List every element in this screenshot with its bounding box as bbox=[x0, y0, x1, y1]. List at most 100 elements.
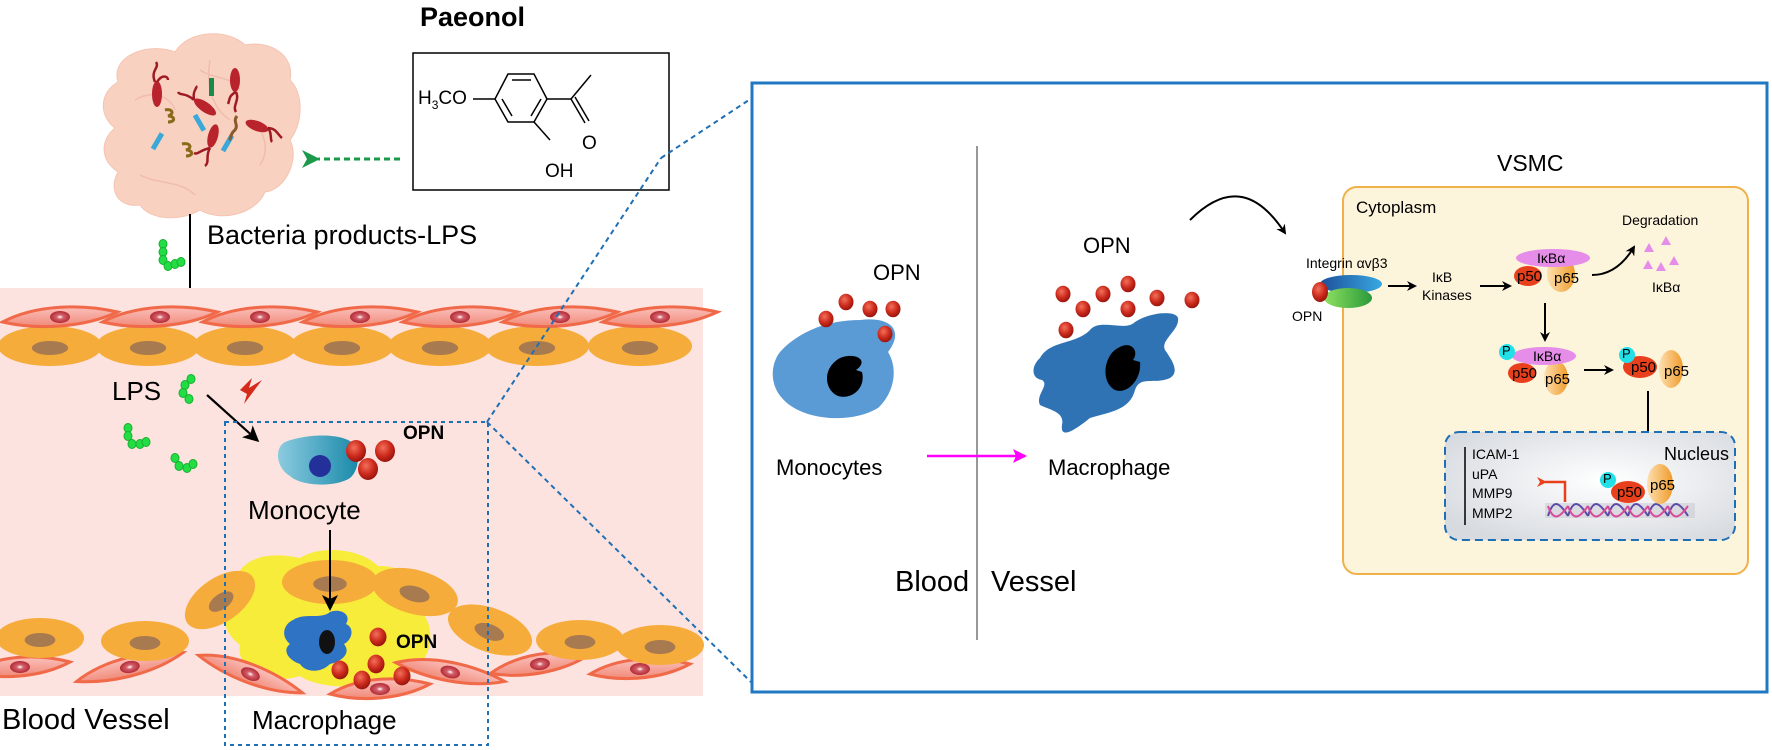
target-gene-list: ICAM-1 uPA MMP9 MMP2 bbox=[1472, 445, 1519, 523]
dna-strand bbox=[1667, 505, 1689, 518]
lps-dot bbox=[141, 437, 151, 447]
lps-dot bbox=[186, 374, 196, 384]
zoom-connector-top-2 bbox=[660, 97, 753, 159]
lps-molecule-icon bbox=[123, 423, 151, 449]
vsmc-title: VSMC bbox=[1497, 150, 1564, 176]
zoom-macrophage-cell bbox=[1033, 313, 1179, 433]
complex2-p65-label: p65 bbox=[1545, 371, 1571, 388]
intestine-illustration bbox=[102, 33, 301, 219]
transcription-arrow bbox=[1537, 477, 1567, 502]
smooth-muscle-cell-nucleus bbox=[50, 311, 70, 323]
monocyte-opn-label: OPN bbox=[403, 423, 445, 444]
endothelial-cell bbox=[372, 567, 458, 617]
smooth-muscle-cell bbox=[0, 305, 123, 329]
opn-protein-icon bbox=[367, 654, 385, 674]
opn-protein-icon bbox=[885, 300, 901, 318]
lps-dot bbox=[170, 453, 180, 463]
opn-protein-icon bbox=[1184, 291, 1200, 309]
monocyte-label: Monocyte bbox=[248, 495, 361, 525]
complex2-phospho-label: P bbox=[1502, 343, 1511, 358]
endothelial-cell-nucleus bbox=[323, 341, 361, 355]
opn-protein-icon bbox=[838, 293, 854, 311]
complex2-p50-label: p50 bbox=[1512, 365, 1538, 382]
kinases-label: Kinases bbox=[1422, 287, 1472, 303]
smooth-muscle-cell bbox=[0, 655, 75, 679]
endothelial-cell bbox=[0, 618, 84, 658]
target-gene: uPA bbox=[1472, 465, 1498, 482]
methoxy-subscript: 3 bbox=[431, 97, 439, 112]
endothelial-cell bbox=[290, 326, 394, 366]
opn-protein-icon bbox=[346, 440, 366, 462]
lps-molecule-icon bbox=[170, 453, 198, 473]
degradation-label: Degradation bbox=[1622, 212, 1699, 228]
lps-dot bbox=[174, 461, 184, 471]
smooth-muscle-cell-nucleus bbox=[150, 311, 170, 323]
lps-molecule-icon bbox=[158, 239, 186, 271]
endothelial-cell bbox=[193, 326, 297, 366]
degraded-ikba-fragments bbox=[1643, 236, 1679, 271]
lps-activation-arrow bbox=[206, 394, 260, 443]
lps-dot bbox=[123, 431, 133, 441]
endothelial-cell bbox=[447, 604, 533, 656]
smooth-muscle-cell-nucleus bbox=[550, 311, 570, 323]
dna-strand bbox=[1627, 503, 1649, 517]
dna-strand bbox=[1607, 505, 1629, 518]
nuclear-p65-label: p65 bbox=[1650, 477, 1676, 494]
opn-protein-icon bbox=[1149, 289, 1165, 307]
complex1-p50-label: p50 bbox=[1517, 268, 1543, 285]
smooth-muscle-cell bbox=[198, 305, 323, 329]
complex1-p65-label: p65 bbox=[1554, 270, 1580, 287]
nuclear-phospho-label: P bbox=[1603, 471, 1612, 486]
smooth-muscle-cell-nucleus bbox=[630, 663, 650, 675]
opn-proteins-zoom bbox=[818, 275, 1200, 343]
zoom-vessel-label: Vessel bbox=[991, 566, 1077, 598]
lps-dot bbox=[188, 459, 198, 469]
macrophage-cell bbox=[284, 610, 352, 671]
opn-protein-icon bbox=[818, 310, 834, 328]
endothelial-cell-nucleus bbox=[226, 341, 264, 355]
smooth-muscle-cell bbox=[598, 305, 723, 329]
blood-vessel-label: Blood Vessel bbox=[2, 704, 170, 736]
dna-strand bbox=[1567, 505, 1589, 518]
lps-dot bbox=[178, 388, 188, 398]
endothelial-cell-nucleus bbox=[644, 640, 676, 654]
smooth-muscle-cell bbox=[298, 305, 423, 329]
opn-protein-icon bbox=[375, 440, 395, 462]
complex2-ikba-label: IκBα bbox=[1533, 348, 1562, 364]
dna-strand bbox=[1547, 505, 1569, 518]
activation-spark-icon bbox=[240, 378, 262, 404]
endothelial-cell bbox=[0, 326, 102, 366]
endothelial-cell-nucleus bbox=[129, 341, 167, 355]
dna-strand bbox=[1587, 505, 1609, 518]
endothelial-cell-nucleus bbox=[621, 341, 659, 355]
opn-protein-icon bbox=[358, 458, 378, 480]
nuclear-p50-p65-complex bbox=[1600, 464, 1673, 504]
zoom-monocyte-cell bbox=[772, 319, 896, 419]
endothelial-cell-nucleus bbox=[208, 591, 234, 612]
opn-protein-icon bbox=[393, 666, 411, 686]
opn-secretion-arrow bbox=[1189, 195, 1287, 235]
smooth-muscle-cell-nucleus bbox=[650, 311, 670, 323]
complex3-p65-label: p65 bbox=[1664, 363, 1690, 380]
endothelial-cell bbox=[101, 621, 189, 661]
dna-strand bbox=[1627, 505, 1649, 518]
smooth-muscle-cell bbox=[398, 305, 523, 329]
hydroxyl-group: OH bbox=[545, 161, 574, 182]
nucleus-label: Nucleus bbox=[1664, 444, 1730, 464]
opn-protein-icon bbox=[1055, 285, 1071, 303]
smooth-muscle-cell-nucleus bbox=[10, 661, 30, 673]
monocyte-cell bbox=[277, 435, 358, 485]
dna-strand bbox=[1567, 503, 1589, 517]
bacteria-icon bbox=[150, 61, 283, 167]
opn-proteins-left bbox=[331, 440, 411, 690]
smooth-muscle-cell-nucleus bbox=[119, 660, 140, 674]
endothelial-cell-nucleus bbox=[24, 633, 56, 647]
complex1-ikba-label: IκBα bbox=[1537, 250, 1566, 266]
methoxy-group: H3CO bbox=[418, 89, 467, 111]
methoxy-rest: CO bbox=[438, 88, 467, 109]
lps-molecule-icon bbox=[178, 374, 196, 404]
endothelial-cell-nucleus bbox=[129, 636, 161, 650]
smooth-muscle-cell-nucleus bbox=[370, 683, 390, 695]
methoxy-h: H bbox=[418, 88, 432, 109]
